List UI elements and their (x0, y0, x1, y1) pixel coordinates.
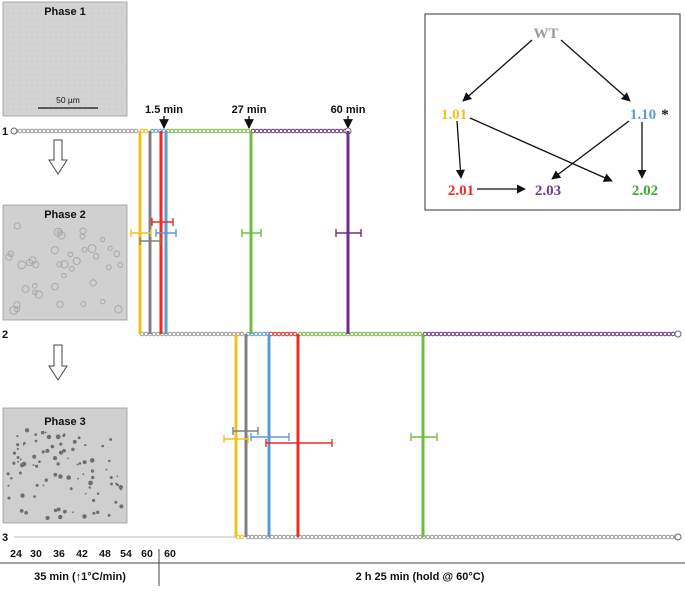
phase-transition-arrow (48, 139, 68, 175)
phase-2-micrograph: Phase 2 (2, 204, 128, 321)
svg-text:24: 24 (10, 548, 22, 560)
svg-text:42: 42 (76, 548, 88, 560)
phase-transition-arrow (48, 344, 68, 381)
node-1-10-marker: * (661, 107, 669, 123)
phase-1-title: Phase 1 (44, 6, 86, 18)
node-2-03: 2.03 (535, 183, 561, 199)
time-marker-27-min: 27 min (232, 104, 267, 129)
time-marker-1.5-min: 1.5 min (145, 104, 183, 129)
lineage-tracks (10, 127, 682, 541)
phase-1-micrograph: Phase 1 50 µm (2, 1, 128, 117)
svg-text:30: 30 (30, 548, 42, 560)
node-wt: WT (533, 26, 558, 42)
svg-text:60: 60 (164, 548, 176, 560)
error-bars (130, 218, 438, 447)
svg-text:27 min: 27 min (232, 104, 267, 116)
phase-2-title: Phase 2 (44, 209, 86, 221)
scale-bar-label: 50 µm (56, 95, 80, 105)
svg-text:54: 54 (120, 548, 132, 560)
temperature-axis: 24 30 36 42 48 54 60 60 (10, 548, 176, 560)
row-label-1: 1 (2, 126, 8, 138)
footer-left-label: 35 min (↑1°C/min) (34, 571, 126, 583)
svg-text:60 min: 60 min (331, 104, 366, 116)
node-1-01: 1.01 (441, 107, 467, 123)
footer-right-label: 2 h 25 min (hold @ 60°C) (356, 571, 485, 583)
row-label-3: 3 (2, 532, 8, 544)
node-2-02: 2.02 (632, 183, 658, 199)
row-label-2: 2 (2, 329, 8, 341)
svg-text:48: 48 (99, 548, 111, 560)
phase-3-micrograph: Phase 3 (2, 407, 128, 524)
node-1-10: 1.10 (630, 107, 656, 123)
svg-text:1.5 min: 1.5 min (145, 104, 183, 116)
node-2-01: 2.01 (448, 183, 474, 199)
svg-text:36: 36 (53, 548, 65, 560)
phase-3-title: Phase 3 (44, 416, 86, 428)
time-marker-60-min: 60 min (331, 104, 366, 129)
svg-text:60: 60 (141, 548, 153, 560)
lineage-tree-legend: WT 1.01 1.10 * 2.01 2.03 2.02 (424, 13, 681, 211)
